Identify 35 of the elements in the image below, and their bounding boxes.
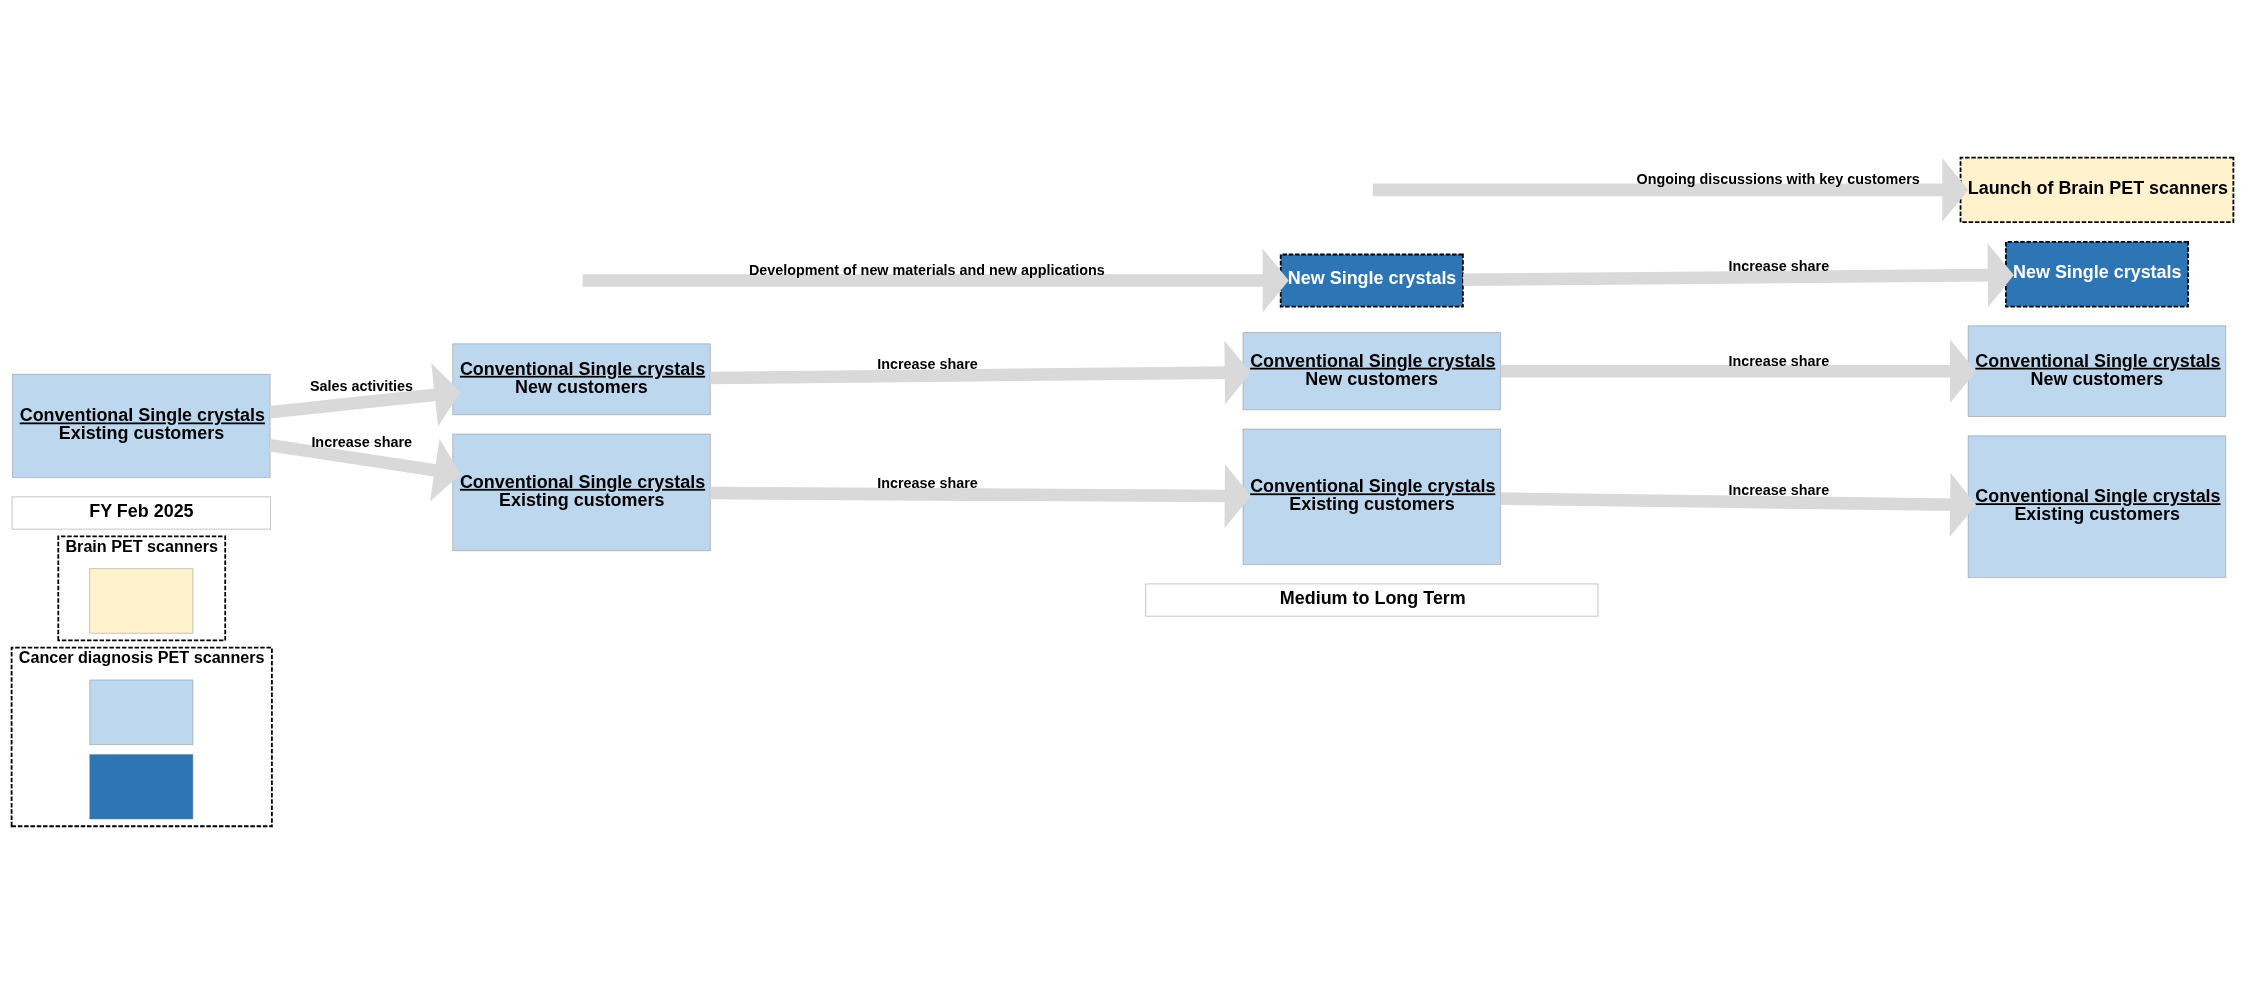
edge-label: Increase share bbox=[311, 434, 412, 451]
edge-label: Sales activities bbox=[310, 377, 414, 394]
arrow bbox=[1500, 472, 1977, 537]
node-box: Conventional Single crystals New customers bbox=[1242, 332, 1501, 410]
node-box bbox=[89, 754, 194, 820]
arrow bbox=[269, 438, 461, 502]
node-box: FY Feb 2025 bbox=[11, 496, 271, 530]
node-box: Conventional Single crystals New customers bbox=[452, 343, 711, 415]
arrow bbox=[269, 363, 461, 427]
node-box bbox=[89, 679, 194, 745]
node-box bbox=[89, 568, 194, 634]
node-box: Conventional Single crystals New customers bbox=[1967, 325, 2226, 417]
arrow bbox=[710, 340, 1251, 405]
cluster: Cancer diagnosis PET scanners bbox=[10, 646, 273, 828]
edge-label: Increase share bbox=[1728, 257, 1830, 274]
edge-label: Ongoing discussions with key customers bbox=[1636, 171, 1920, 188]
cluster: Brain PET scanners bbox=[57, 535, 227, 642]
edge-label: Increase share bbox=[877, 356, 978, 373]
arrow bbox=[1500, 339, 1977, 404]
node-box: Launch of Brain PET scanners bbox=[1959, 156, 2235, 224]
node-box: New Single crystals bbox=[1279, 253, 1464, 308]
node-box: Conventional Single crystals Existing customers bbox=[1242, 428, 1501, 565]
arrow bbox=[1372, 157, 1969, 222]
node-box: New Single crystals bbox=[2004, 241, 2189, 308]
node-box: Conventional Single crystals Existing customers bbox=[1967, 435, 2226, 578]
arrow bbox=[710, 464, 1251, 528]
node-box: Conventional Single crystals Existing customers bbox=[12, 374, 271, 478]
node-box: Conventional Single crystals Existing customers bbox=[452, 433, 711, 551]
edge-label: Increase share bbox=[877, 474, 978, 491]
edge-label: Increase share bbox=[1728, 352, 1830, 369]
arrow bbox=[582, 248, 1289, 313]
arrow bbox=[1463, 243, 2014, 308]
edge-label: Development of new materials and new applications bbox=[748, 261, 1105, 278]
node-box: Medium to Long Term bbox=[1145, 583, 1599, 617]
edge-label: Increase share bbox=[1728, 481, 1830, 498]
